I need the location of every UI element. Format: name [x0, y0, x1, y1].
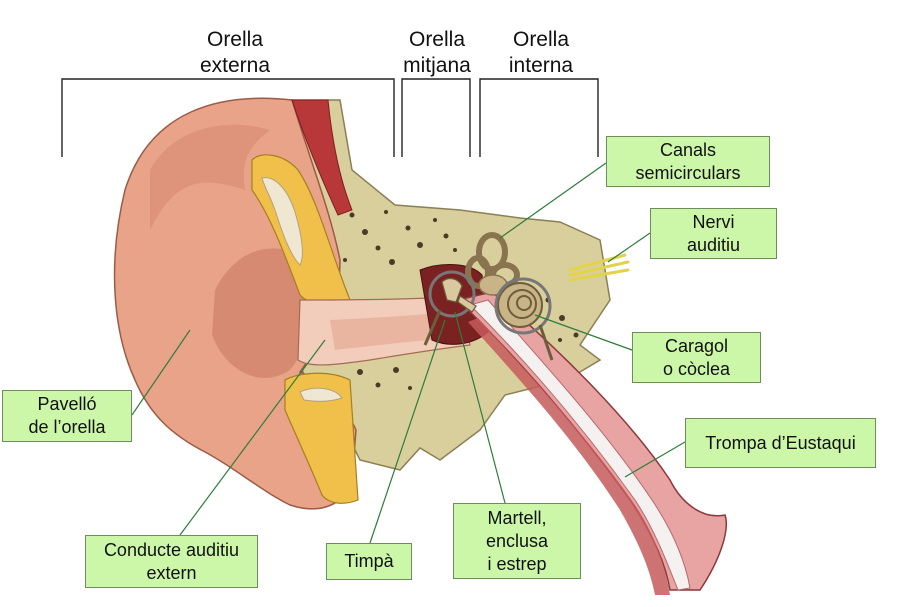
label-semicircular-canals: Canals semicirculars [606, 136, 770, 187]
heading-external-line2: externa [199, 54, 271, 77]
label-semicircular-line1: Canals [659, 139, 716, 160]
label-canal-line2: extern [146, 562, 197, 583]
cochlea [497, 282, 543, 328]
pinna-helix-fold [150, 124, 270, 230]
label-ossicles-line1: Martell, [487, 507, 547, 528]
label-pinna: Pavelló de l’orella [2, 390, 132, 442]
label-semicircular-line2: semicirculars [635, 162, 741, 183]
eustachian-tube-wall [468, 318, 670, 595]
label-nerve-line2: auditiu [686, 234, 741, 255]
label-pinna-line1: Pavelló [37, 394, 97, 414]
leader-lines [131, 162, 686, 544]
label-ossicles-line2: enclusa [485, 530, 549, 551]
heading-inner-line1: Orella [512, 28, 570, 51]
label-ossicles-line3: i estrep [487, 553, 547, 574]
bracket-inner [479, 78, 599, 157]
leader-pinna [131, 329, 191, 416]
heading-middle-ear: Orella mitjana [392, 27, 482, 79]
leader-eustachian [624, 441, 686, 478]
brackets [61, 78, 599, 157]
heading-inner-ear: Orella interna [496, 27, 586, 79]
label-cochlea-line1: Caragol [664, 335, 729, 356]
ossicles [441, 277, 477, 313]
concha-shadow [212, 248, 313, 378]
bracket-external [61, 78, 395, 157]
heading-middle-line2: mitjana [403, 54, 471, 77]
leader-ossicles [454, 311, 506, 504]
label-cochlea: Caragol o còclea [632, 332, 761, 383]
leader-canal [179, 339, 326, 536]
cochlea-lens [494, 277, 552, 335]
heading-external-line1: Orella [206, 28, 264, 51]
label-eustachian-tube: Trompa d’Eustaqui [685, 418, 876, 468]
muscle-strip [291, 99, 353, 216]
heading-external-ear: Orella externa [175, 27, 295, 79]
heading-middle-line1: Orella [408, 28, 466, 51]
label-external-canal: Conducte auditiu extern [85, 535, 258, 588]
ossicles-lens [428, 270, 476, 318]
auditory-nerve [568, 253, 630, 282]
label-eardrum-line1: Timpà [344, 551, 394, 571]
label-ossicles: Martell, enclusa i estrep [453, 503, 581, 579]
ossicles-stem [423, 309, 442, 346]
label-eardrum: Timpà [326, 543, 412, 580]
cartilage-lower [284, 372, 359, 504]
leader-nerve [607, 232, 651, 263]
cartilage-lower-white [299, 387, 343, 402]
leader-semicircular [499, 162, 607, 239]
label-canal-line1: Conducte auditiu [103, 539, 240, 560]
eustachian-tube-lumen [469, 299, 691, 591]
cochlea-stem [538, 324, 554, 361]
bracket-middle [401, 78, 471, 157]
leader-cochlea [534, 314, 633, 351]
label-nerve-line1: Nervi [692, 211, 735, 232]
ear-canal-interior [330, 312, 458, 350]
heading-inner-line2: interna [508, 54, 574, 77]
cartilage-upper-white [261, 177, 303, 266]
label-eustachian-line1: Trompa d’Eustaqui [705, 432, 856, 453]
label-pinna-line2: de l’orella [28, 417, 106, 437]
label-cochlea-line2: o còclea [662, 358, 731, 379]
label-auditory-nerve: Nervi auditiu [650, 208, 777, 259]
leader-eardrum [369, 319, 446, 544]
